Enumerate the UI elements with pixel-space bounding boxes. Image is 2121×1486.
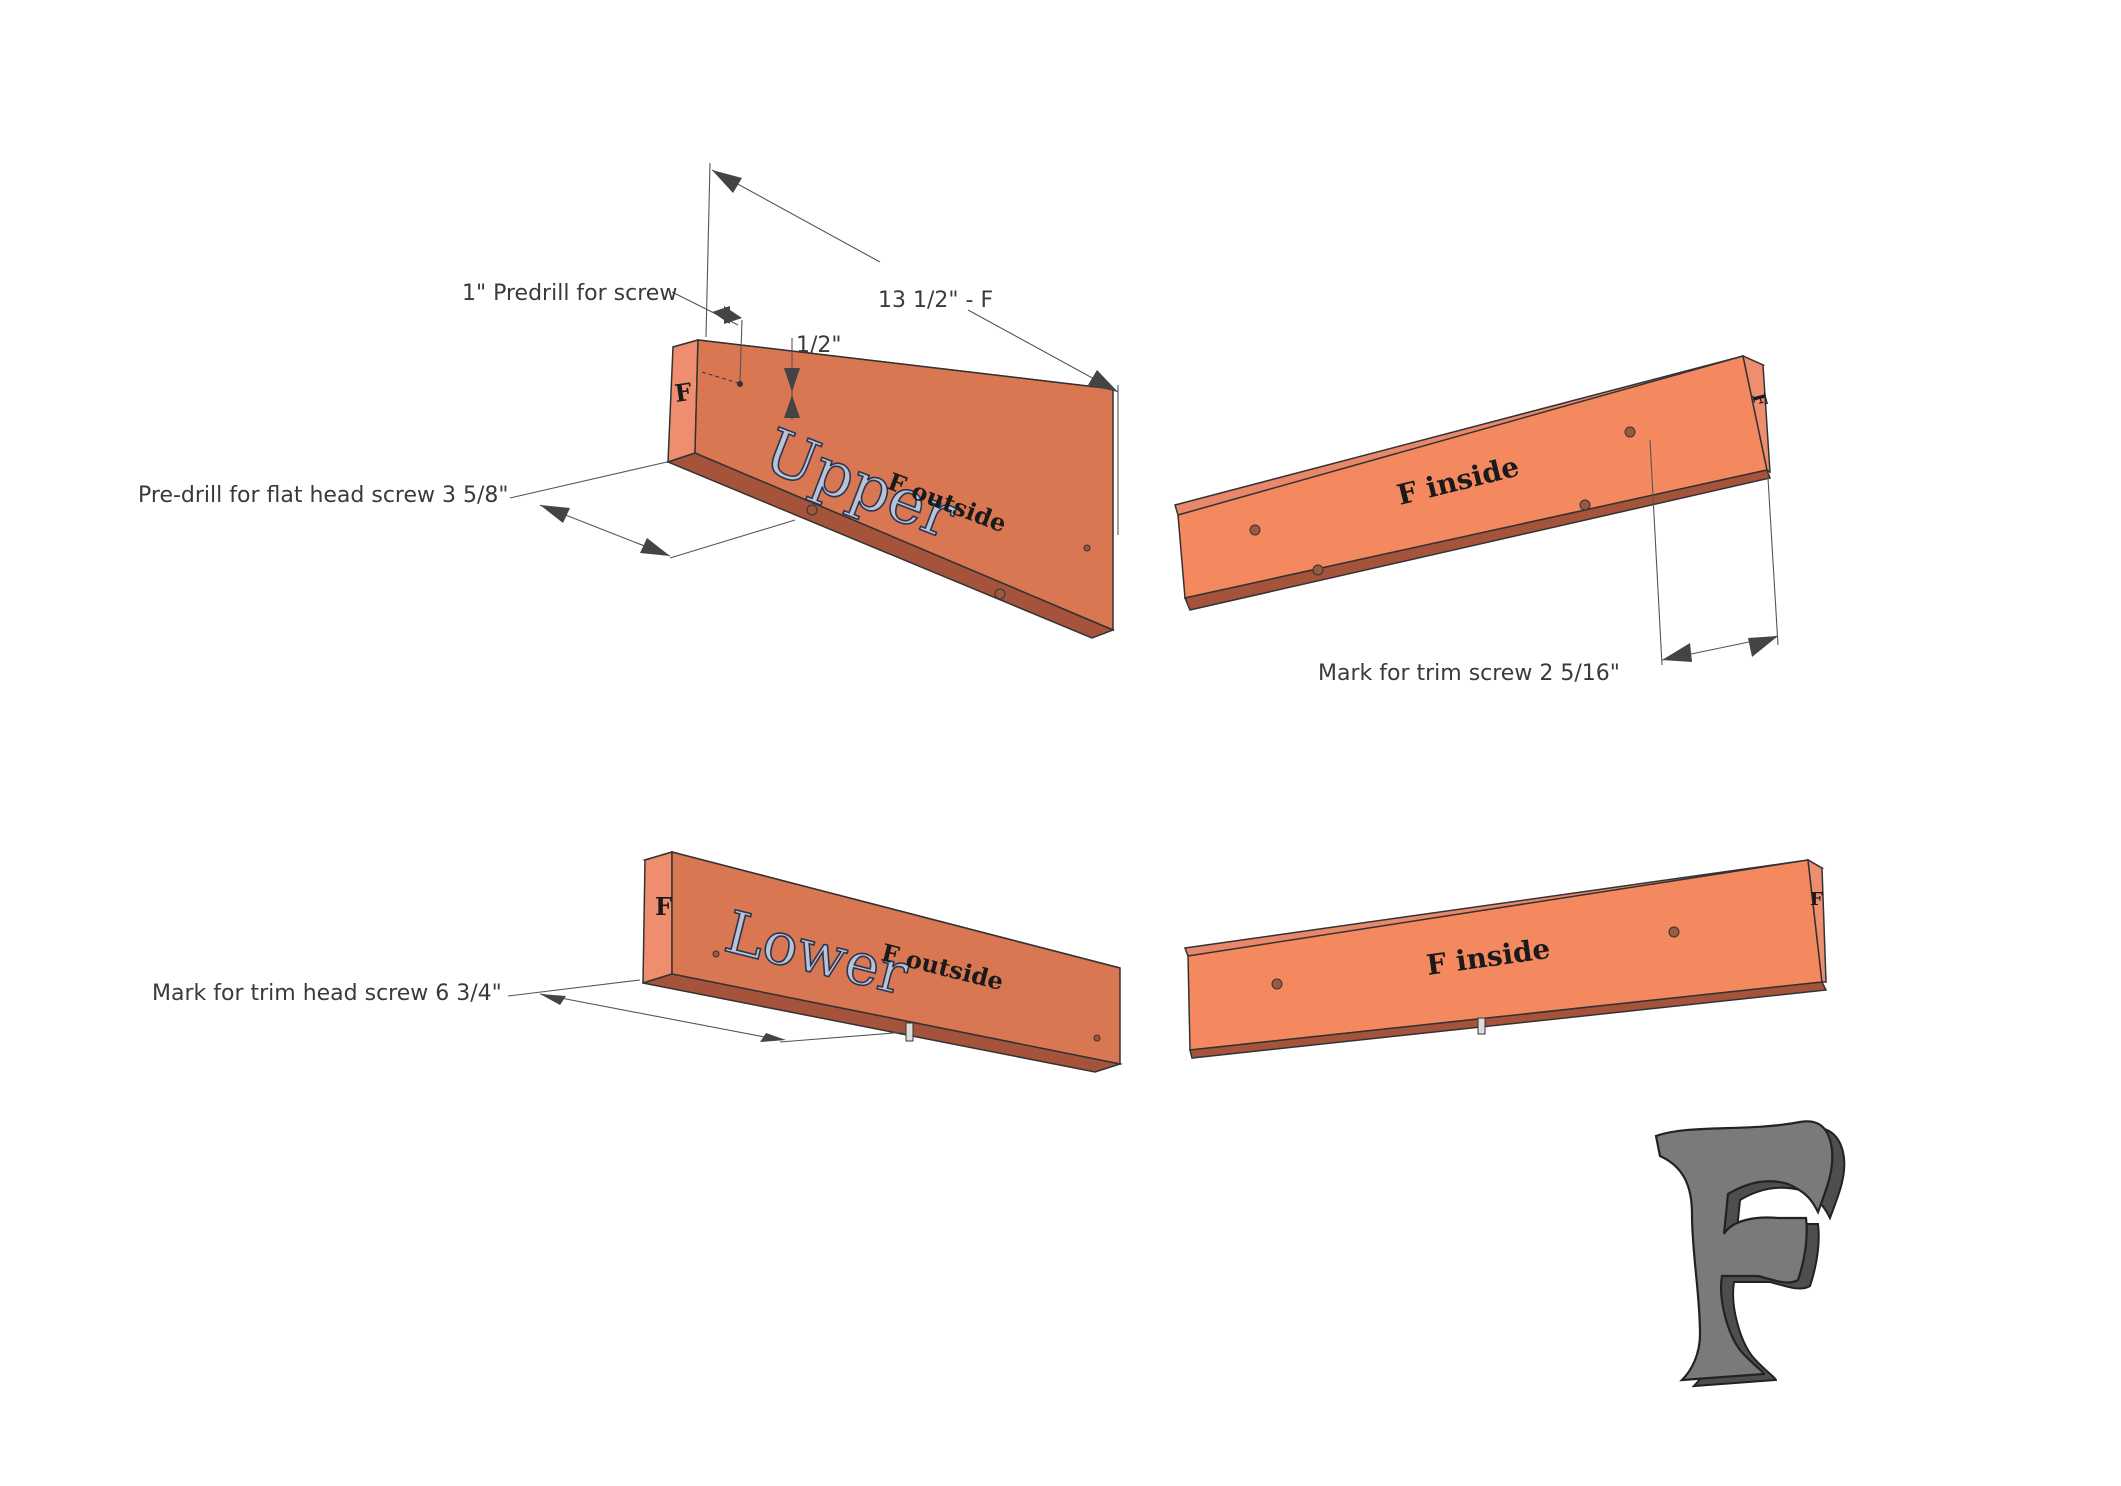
- letter-f-3d-icon: [1654, 1120, 1846, 1388]
- board-bottom-face: [1189, 981, 1828, 1059]
- board-bottom-face: [1183, 469, 1772, 611]
- screw-hole: [994, 588, 1006, 600]
- screw-hole: [1624, 426, 1636, 438]
- board-end-label: F: [673, 377, 694, 408]
- screw-hole: [1312, 564, 1324, 576]
- dimension-label: 1/2": [796, 333, 842, 358]
- screw-hole: [1249, 524, 1261, 536]
- predrill-marker: [737, 381, 743, 387]
- predrill-guide: [701, 371, 739, 384]
- screw-hole: [806, 504, 818, 516]
- screw-hole: [1579, 499, 1591, 511]
- letter-f-face: [1654, 1120, 1834, 1382]
- dimension-label: 1" Predrill for screw: [462, 281, 677, 306]
- board-upper-left: F Upper F outside: [665, 339, 1116, 639]
- dimension-predrill-screw: 1" Predrill for screw: [462, 281, 743, 387]
- board-end-label: F: [1810, 889, 1823, 910]
- trim-screw-mark: [905, 1022, 914, 1042]
- board-end-label: F: [655, 892, 672, 921]
- dimension-label: Mark for trim head screw 6 3/4": [152, 981, 502, 1006]
- dimension-flat-head: Pre-drill for flat head screw 3 5/8": [138, 461, 796, 559]
- dimension-half-inch: 1/2": [784, 333, 842, 420]
- screw-hole: [1271, 978, 1283, 990]
- dimension-label: Mark for trim screw 2 5/16": [1318, 661, 1620, 686]
- board-lower-right: F inside F: [1183, 858, 1828, 1059]
- board-upper-right: F inside F: [1174, 354, 1772, 611]
- dimension-trim-screw: Mark for trim screw 2 5/16": [1318, 439, 1779, 686]
- trim-screw-mark: [1477, 1017, 1486, 1035]
- dimension-label: Pre-drill for flat head screw 3 5/8": [138, 483, 509, 508]
- board-end-face: [1807, 858, 1827, 983]
- screw-hole: [1093, 1034, 1101, 1042]
- screw-hole: [712, 950, 720, 958]
- dimension-label: 13 1/2" - F: [878, 288, 993, 313]
- board-lower-left: F Lower F outside: [642, 850, 1123, 1073]
- board-bottom-face: [642, 973, 1123, 1073]
- screw-hole: [1668, 926, 1680, 938]
- screw-hole: [1083, 544, 1091, 552]
- dimension-overall-length: 13 1/2" - F: [705, 162, 1119, 535]
- dimension-trim-head: Mark for trim head screw 6 3/4": [152, 979, 907, 1043]
- board-end-label: F: [1747, 391, 1771, 409]
- board-end-face: [1741, 354, 1771, 474]
